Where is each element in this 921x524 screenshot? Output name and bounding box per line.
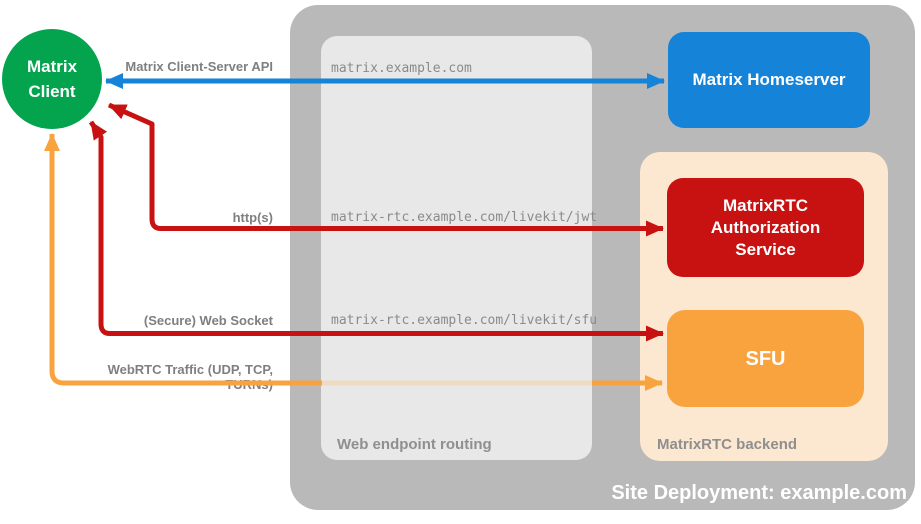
cs-api-arrow-label: Matrix Client-Server API [125, 59, 273, 74]
backend-caption: MatrixRTC backend [657, 436, 798, 453]
auth-label-line2: Authorization [710, 217, 821, 237]
matrix-client-label-line1: Matrix [26, 57, 78, 76]
webrtc-arrow-client-segment [44, 133, 322, 386]
auth-label-line1: MatrixRTC [722, 195, 808, 215]
routing-caption: Web endpoint routing [337, 436, 492, 453]
endpoint-url-sfu: matrix-rtc.example.com/livekit/sfu [331, 313, 598, 328]
webrtc-arrow-label: WebRTC Traffic (UDP, TCP, TURNs) [107, 362, 273, 392]
matrixrtc-auth-service-node: MatrixRTC Authorization Service [667, 178, 864, 277]
site-deployment-caption: Site Deployment: example.com [611, 482, 907, 504]
endpoint-url-homeserver: matrix.example.com [331, 61, 472, 76]
auth-label-line3: Service [735, 239, 796, 259]
sfu-node: SFU [667, 310, 864, 407]
sfu-label: SFU [745, 347, 786, 370]
matrix-homeserver-node: Matrix Homeserver [668, 32, 870, 128]
endpoint-url-jwt: matrix-rtc.example.com/livekit/jwt [331, 210, 598, 225]
https-arrow-label: http(s) [232, 210, 273, 225]
matrix-homeserver-label: Matrix Homeserver [692, 70, 846, 89]
matrix-client-label-line2: Client [28, 82, 76, 101]
websocket-arrow-label: (Secure) Web Socket [143, 313, 273, 328]
web-endpoint-routing-container [321, 36, 592, 460]
auth-service-label: MatrixRTC Authorization Service [711, 195, 821, 261]
matrix-client-node: Matrix Client [2, 29, 102, 129]
